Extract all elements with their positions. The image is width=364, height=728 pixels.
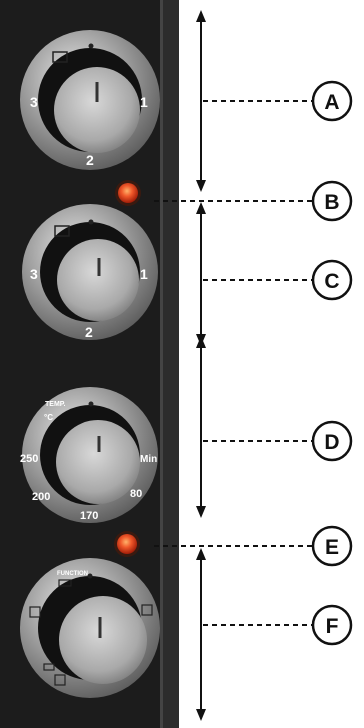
callout-e: E xyxy=(311,525,353,567)
temperature-knob-unit: °C xyxy=(44,413,53,422)
callout-a-letter: A xyxy=(324,91,339,114)
temp-label-200: 200 xyxy=(32,491,50,503)
indicator-light-top xyxy=(115,180,141,206)
oven-panel-edge xyxy=(163,0,179,728)
temp-label-80: 80 xyxy=(130,488,142,500)
knob2-label-bottom: 2 xyxy=(85,324,93,340)
knob1-label-left: 3 xyxy=(30,94,38,110)
temp-label-170: 170 xyxy=(80,510,98,522)
range-arrow-c xyxy=(196,202,206,346)
callout-d-letter: D xyxy=(324,431,339,454)
callout-f: F xyxy=(311,604,353,646)
temp-label-min: Min xyxy=(140,454,157,465)
callout-e-letter: E xyxy=(325,536,339,559)
function-knob[interactable]: FUNCTION xyxy=(20,558,160,698)
fan-icon xyxy=(58,579,72,587)
heater-knob-top[interactable]: 3 1 2 xyxy=(20,30,160,170)
heater-knob-bottom[interactable]: 3 1 2 xyxy=(22,204,158,340)
callout-c-letter: C xyxy=(324,270,339,293)
rotisserie-icon xyxy=(43,663,55,671)
range-arrow-d xyxy=(196,336,206,518)
knob1-label-right: 1 xyxy=(140,94,148,110)
knob1-label-bottom: 2 xyxy=(86,152,94,168)
knob2-label-right: 1 xyxy=(140,266,148,282)
temperature-knob-title: TEMP. xyxy=(45,401,66,408)
callout-b-letter: B xyxy=(324,191,339,214)
bottom-heater-icon xyxy=(54,225,70,237)
defrost-icon xyxy=(54,674,66,686)
callout-c: C xyxy=(311,259,353,301)
temperature-knob[interactable]: TEMP. °C 250 200 170 80 Min xyxy=(20,387,158,523)
callout-d: D xyxy=(311,420,353,462)
grill-icon xyxy=(29,606,41,618)
temp-label-250: 250 xyxy=(20,453,38,465)
indicator-light-bottom xyxy=(114,531,140,557)
callout-b: B xyxy=(311,180,353,222)
convection-icon xyxy=(141,604,153,616)
callout-f-letter: F xyxy=(326,615,339,638)
function-knob-title: FUNCTION xyxy=(57,571,88,577)
range-arrow-f xyxy=(196,548,206,721)
knob2-label-left: 3 xyxy=(30,266,38,282)
top-heater-icon xyxy=(52,51,68,63)
range-arrow-a xyxy=(196,10,206,192)
callout-a: A xyxy=(311,80,353,122)
